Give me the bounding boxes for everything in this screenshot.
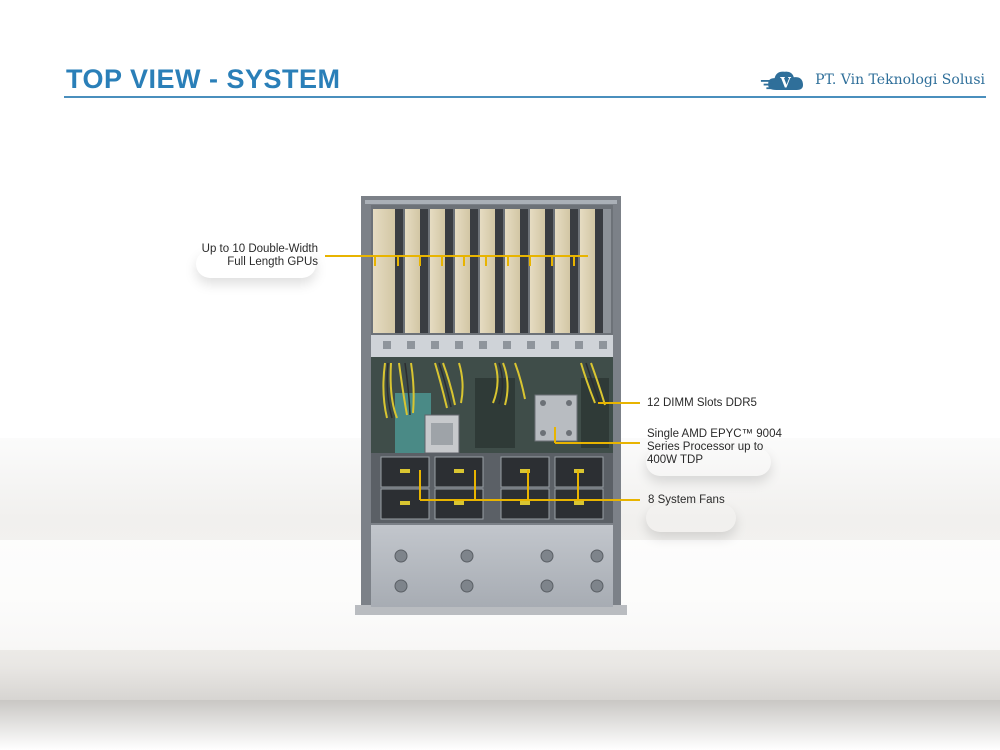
page-title: TOP VIEW - SYSTEM [66,64,341,94]
gpu-card [530,209,545,333]
gpu-card [555,209,570,333]
gpu-card [430,209,445,333]
dimm-label-line-1: 12 DIMM Slots DDR5 [647,397,757,409]
logo-letter: V [779,75,791,91]
dimm-callout-label: 12 DIMM Slots DDR5 [647,397,757,410]
cpu-label-line-2: Series Processor up to [647,441,764,453]
title-underline [64,96,986,98]
gpu-cards [373,209,611,333]
floor-shadow [0,700,1000,750]
company-logo: V PT. Vin Teknologi Solusi [760,64,985,96]
gpu-card [580,209,595,333]
fans-label-line-1: 8 System Fans [648,494,725,506]
cpu-callout-label: Single AMD EPYC™ 9004 Series Processor u… [647,428,782,467]
cpu-label-line-1: Single AMD EPYC™ 9004 [647,428,782,440]
gpu-label-line-1: Up to 10 Double-Width [201,243,318,255]
gpu-card [455,209,470,333]
gpu-label-line-2: Full Length GPUs [227,256,318,268]
storage-bay-cover [371,525,613,607]
server-chassis-top-view [355,196,627,615]
logo-cloud-icon: V [760,71,804,91]
gpu-card [405,209,420,333]
gpu-callout-label: Up to 10 Double-Width Full Length GPUs [170,243,318,269]
cpu-label-line-3: 400W TDP [647,454,704,466]
gpu-power-cables [382,362,606,419]
gpu-riser-bracket [371,335,613,357]
gpu-card [505,209,520,333]
logo-text: PT. Vin Teknologi Solusi [815,72,985,88]
fans-callout-label: 8 System Fans [648,494,725,507]
gpu-card [480,209,495,333]
gpu-card [373,209,395,333]
chassis-base-rail [355,605,627,615]
